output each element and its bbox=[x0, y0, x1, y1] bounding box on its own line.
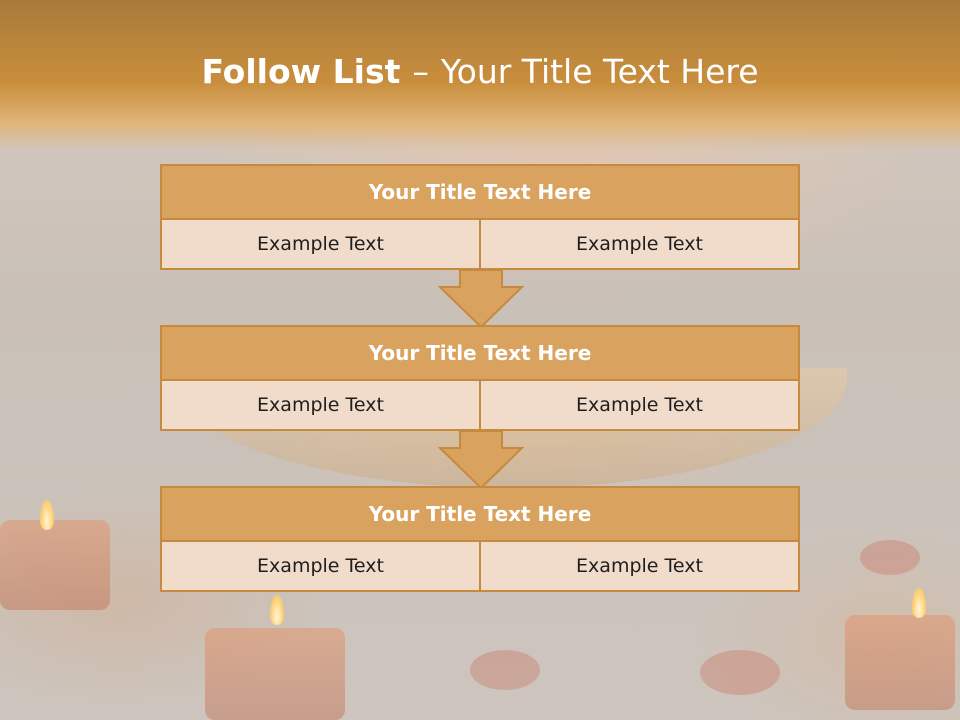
block-row: Example Text Example Text bbox=[160, 542, 800, 592]
candle-flame bbox=[270, 595, 284, 625]
title-bold: Follow List bbox=[201, 52, 401, 91]
block-row: Example Text Example Text bbox=[160, 381, 800, 431]
title-rest: Your Title Text Here bbox=[440, 52, 759, 91]
down-arrow-icon bbox=[438, 430, 524, 490]
block-cell-left: Example Text bbox=[160, 220, 481, 270]
block-cell-right: Example Text bbox=[481, 220, 800, 270]
slide-title: Follow List–Your Title Text Here bbox=[0, 52, 960, 91]
header-band bbox=[0, 0, 960, 150]
candle-flame bbox=[912, 588, 926, 618]
block-cell-left: Example Text bbox=[160, 381, 481, 431]
background-candle bbox=[0, 520, 110, 610]
background-petal bbox=[700, 650, 780, 695]
block-title: Your Title Text Here bbox=[160, 486, 800, 542]
block-row: Example Text Example Text bbox=[160, 220, 800, 270]
background-petal bbox=[860, 540, 920, 575]
down-arrow-icon bbox=[438, 269, 524, 329]
block-cell-left: Example Text bbox=[160, 542, 481, 592]
list-block: Your Title Text Here Example Text Exampl… bbox=[160, 325, 800, 431]
list-block: Your Title Text Here Example Text Exampl… bbox=[160, 486, 800, 592]
background-candle bbox=[845, 615, 955, 710]
background-petal bbox=[470, 650, 540, 690]
background-candle bbox=[205, 628, 345, 720]
block-cell-right: Example Text bbox=[481, 542, 800, 592]
title-separator: – bbox=[412, 52, 429, 91]
block-title: Your Title Text Here bbox=[160, 325, 800, 381]
block-cell-right: Example Text bbox=[481, 381, 800, 431]
candle-flame bbox=[40, 500, 54, 530]
list-block: Your Title Text Here Example Text Exampl… bbox=[160, 164, 800, 270]
block-title: Your Title Text Here bbox=[160, 164, 800, 220]
